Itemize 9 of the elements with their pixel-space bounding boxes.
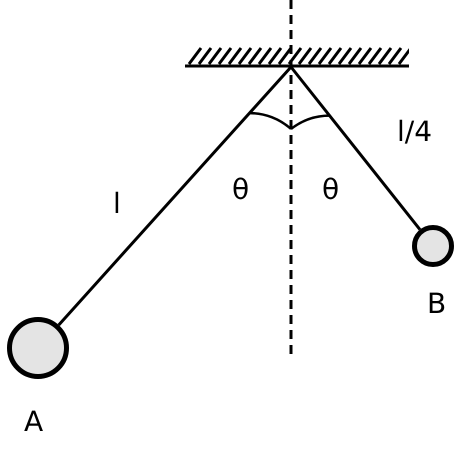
length-label: l [113,190,121,218]
angle-label: θ [322,176,340,204]
bob-label: A [24,408,44,436]
bob-label: B [427,290,446,318]
pendulum-bob [412,225,454,267]
pendulum-string [58,66,292,326]
pendulum-string [290,66,422,230]
length-label: l/4 [397,118,432,146]
angle-label: θ [232,176,250,204]
